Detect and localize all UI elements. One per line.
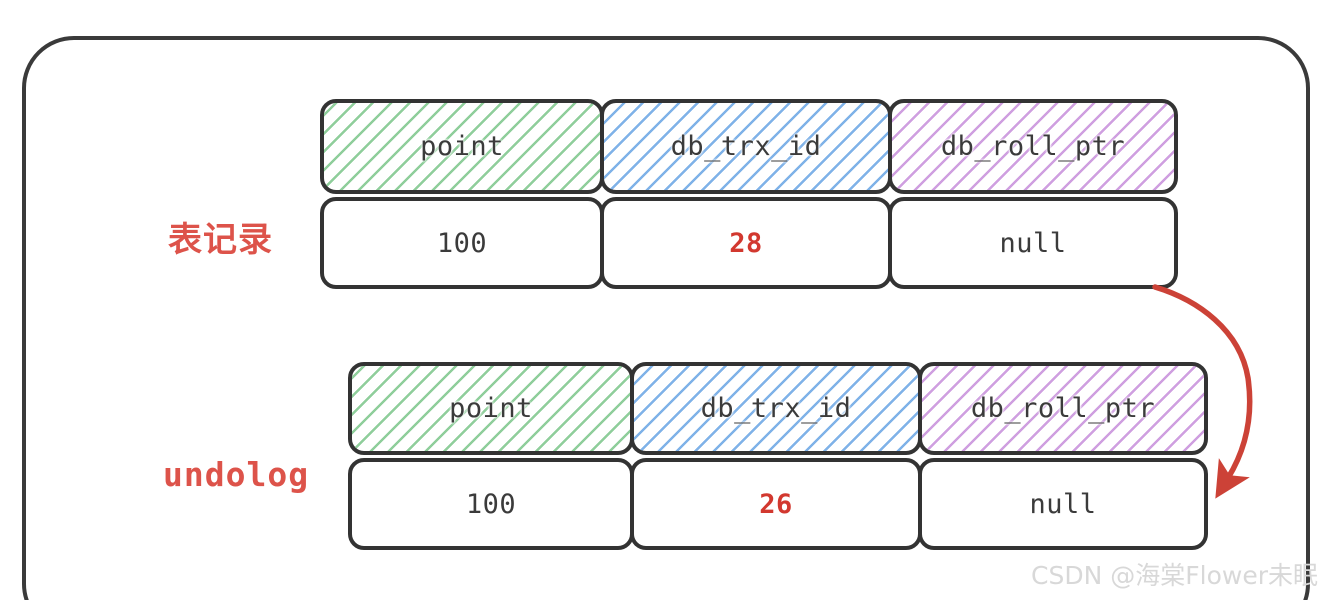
record-header-cell-db-trx-id[interactable]: db_trx_id (600, 99, 892, 194)
undolog-header-label-point: point (449, 393, 533, 424)
undolog-table-label: undolog (163, 455, 310, 494)
undolog-header-cell-point[interactable]: point (348, 362, 634, 455)
outer-container (22, 36, 1310, 600)
record-header-cell-point[interactable]: point (320, 99, 604, 194)
undolog-header-label-db-trx-id: db_trx_id (700, 393, 852, 424)
undolog-header-label-db-roll-ptr: db_roll_ptr (970, 393, 1156, 424)
undolog-value-point: 100 (465, 488, 517, 520)
record-table-label: 表记录 (168, 220, 273, 260)
record-value-db-roll-ptr: null (999, 227, 1067, 259)
record-table-value-row: 100 28 null (320, 197, 1178, 289)
undolog-table-value-row: 100 26 null (348, 458, 1208, 550)
undolog-value-db-roll-ptr: null (1029, 488, 1097, 520)
undolog-value-db-trx-id: 26 (759, 488, 793, 520)
undolog-header-cell-db-roll-ptr[interactable]: db_roll_ptr (918, 362, 1208, 455)
undolog-value-cell-db-trx-id[interactable]: 26 (630, 458, 922, 550)
record-value-db-trx-id: 28 (729, 227, 763, 259)
record-value-cell-db-roll-ptr[interactable]: null (888, 197, 1178, 289)
record-value-cell-point[interactable]: 100 (320, 197, 604, 289)
undolog-value-cell-point[interactable]: 100 (348, 458, 634, 550)
undolog-value-cell-db-roll-ptr[interactable]: null (918, 458, 1208, 550)
record-header-cell-db-roll-ptr[interactable]: db_roll_ptr (888, 99, 1178, 194)
record-table-header-row: point db_trx_id db_roll_ptr (320, 99, 1178, 194)
record-header-label-point: point (420, 131, 504, 162)
record-value-point: 100 (436, 227, 488, 259)
record-header-label-db-roll-ptr: db_roll_ptr (940, 131, 1126, 162)
undolog-table-header-row: point db_trx_id db_roll_ptr (348, 362, 1208, 455)
record-header-label-db-trx-id: db_trx_id (670, 131, 822, 162)
undolog-header-cell-db-trx-id[interactable]: db_trx_id (630, 362, 922, 455)
csdn-watermark: CSDN @海棠Flower未眠 (1031, 561, 1318, 590)
record-value-cell-db-trx-id[interactable]: 28 (600, 197, 892, 289)
